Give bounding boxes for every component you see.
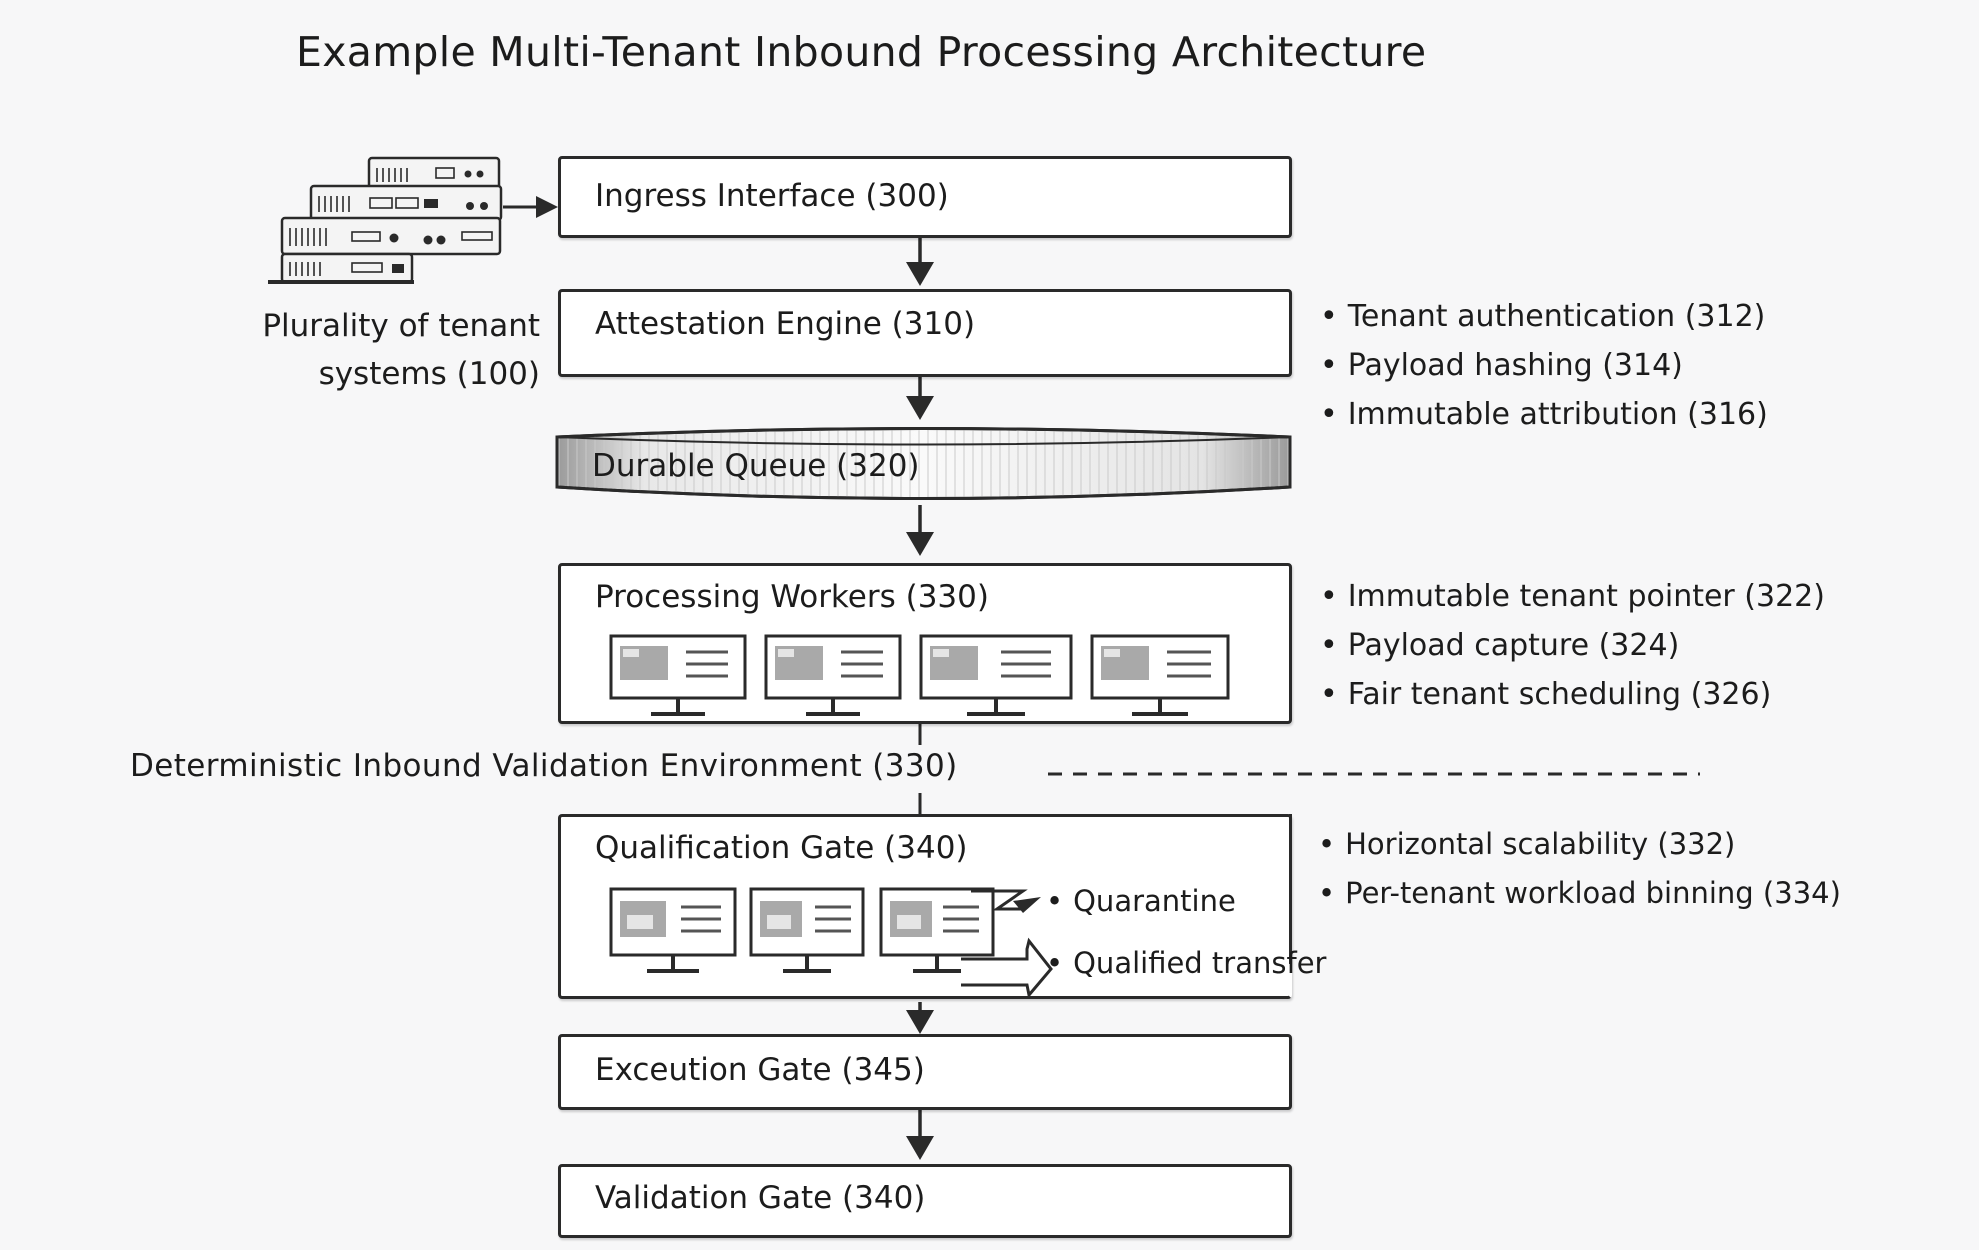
worker-monitors xyxy=(609,634,1230,716)
server-rack-icon xyxy=(268,156,503,284)
attestation-feature-item: Tenant authentication (312) xyxy=(1320,292,1768,341)
arrow-down-icon xyxy=(906,1136,934,1160)
monitor-icon xyxy=(609,887,737,973)
quarantine-label: Quarantine xyxy=(1046,884,1236,918)
ingress-interface-box[interactable]: Ingress Interface (300) xyxy=(558,156,1292,238)
monitor-icon xyxy=(1090,634,1230,716)
worker-feature-item: Immutable tenant pointer (322) xyxy=(1320,572,1825,621)
qualification-box-edge xyxy=(1289,814,1292,964)
qualification-monitors xyxy=(609,887,1053,999)
execution-gate-box[interactable]: Exceution Gate (345) xyxy=(558,1034,1292,1110)
diagram-title: Example Multi-Tenant Inbound Processing … xyxy=(296,28,1427,76)
arrow-down-icon xyxy=(906,396,934,420)
attestation-feature-item: Payload hashing (314) xyxy=(1320,341,1768,390)
tenant-label-line2: systems (100) xyxy=(318,356,540,392)
arrow-down-icon xyxy=(906,1010,934,1034)
monitor-icon xyxy=(749,887,865,973)
attestation-engine-label: Attestation Engine (310) xyxy=(595,306,976,342)
validation-gate-label: Validation Gate (340) xyxy=(595,1180,926,1216)
tenant-systems-label: Plurality of tenant systems (100) xyxy=(210,302,540,398)
durable-queue-label[interactable]: Durable Queue (320) xyxy=(592,448,920,484)
attestation-feature-item: Immutable attribution (316) xyxy=(1320,390,1768,439)
monitor-icon xyxy=(919,634,1073,716)
monitor-icon xyxy=(879,887,995,973)
monitor-icon xyxy=(764,634,902,716)
qualification-gate-label: Qualification Gate (340) xyxy=(595,830,968,866)
arrow-right-icon xyxy=(536,196,558,218)
quarantine-arrowhead xyxy=(1013,897,1041,913)
validation-gate-box[interactable]: Validation Gate (340) xyxy=(558,1164,1292,1238)
processing-workers-label: Processing Workers (330) xyxy=(595,579,989,615)
ingress-interface-label: Ingress Interface (300) xyxy=(595,178,949,214)
queue-cylinder xyxy=(555,427,1292,500)
processing-workers-box[interactable]: Processing Workers (330) xyxy=(558,563,1292,724)
worker-feature-item: Fair tenant scheduling (326) xyxy=(1320,670,1825,719)
tenant-label-line1: Plurality of tenant xyxy=(262,308,540,344)
qualification-feature-list: Horizontal scalability (332) Per-tenant … xyxy=(1318,820,1841,918)
qualified-transfer-label: Qualified transfer xyxy=(1046,946,1326,980)
arrow-down-icon xyxy=(906,262,934,286)
qualification-feature-item: Horizontal scalability (332) xyxy=(1318,820,1841,869)
arrow-down-icon xyxy=(906,532,934,556)
monitor-icon xyxy=(609,634,747,716)
quarantine-arrow-icon xyxy=(971,889,1028,911)
attestation-engine-box[interactable]: Attestation Engine (310) xyxy=(558,289,1292,377)
attestation-feature-list: Tenant authentication (312) Payload hash… xyxy=(1320,292,1768,439)
qualified-transfer-arrow-icon xyxy=(961,937,1053,999)
worker-feature-item: Payload capture (324) xyxy=(1320,621,1825,670)
validation-environment-label: Deterministic Inbound Validation Environ… xyxy=(130,748,958,784)
worker-feature-list: Immutable tenant pointer (322) Payload c… xyxy=(1320,572,1825,719)
qualification-feature-item: Per-tenant workload binning (334) xyxy=(1318,869,1841,918)
execution-gate-label: Exceution Gate (345) xyxy=(595,1052,925,1088)
